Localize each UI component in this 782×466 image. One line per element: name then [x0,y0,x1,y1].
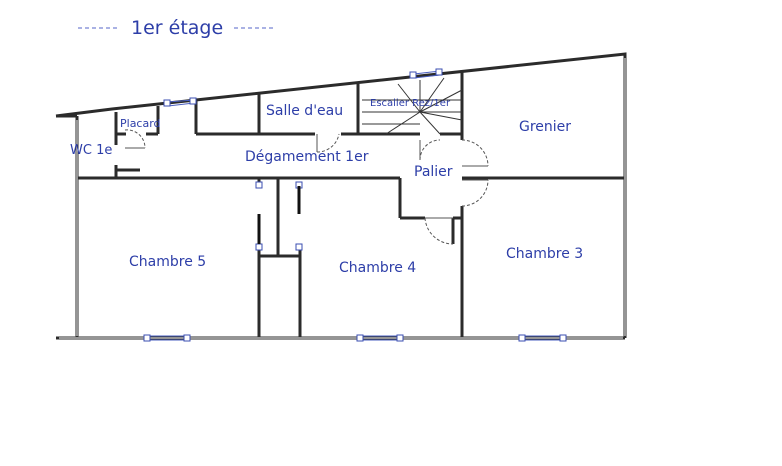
room-label-degagement: Dégamement 1er [245,149,369,165]
doors [124,129,489,245]
room-label-salle-deau: Salle d'eau [266,103,343,119]
room-label-palier: Palier [414,164,453,180]
room-label-chambre3: Chambre 3 [506,246,583,262]
room-label-chambre4: Chambre 4 [339,260,416,276]
room-label-chambre5: Chambre 5 [129,254,206,270]
floor-title: 1er étage [131,17,223,39]
interior-walls [77,70,625,338]
room-label-grenier: Grenier [519,119,571,135]
outer-walls [55,52,627,340]
staircase [362,77,463,135]
room-label-wc: WC 1e [70,143,112,158]
windows [143,68,567,342]
room-label-placard: Placard [120,117,161,130]
wall-inner-lines [59,58,626,339]
room-label-escalier: Escalier Rez/1er [370,98,451,109]
